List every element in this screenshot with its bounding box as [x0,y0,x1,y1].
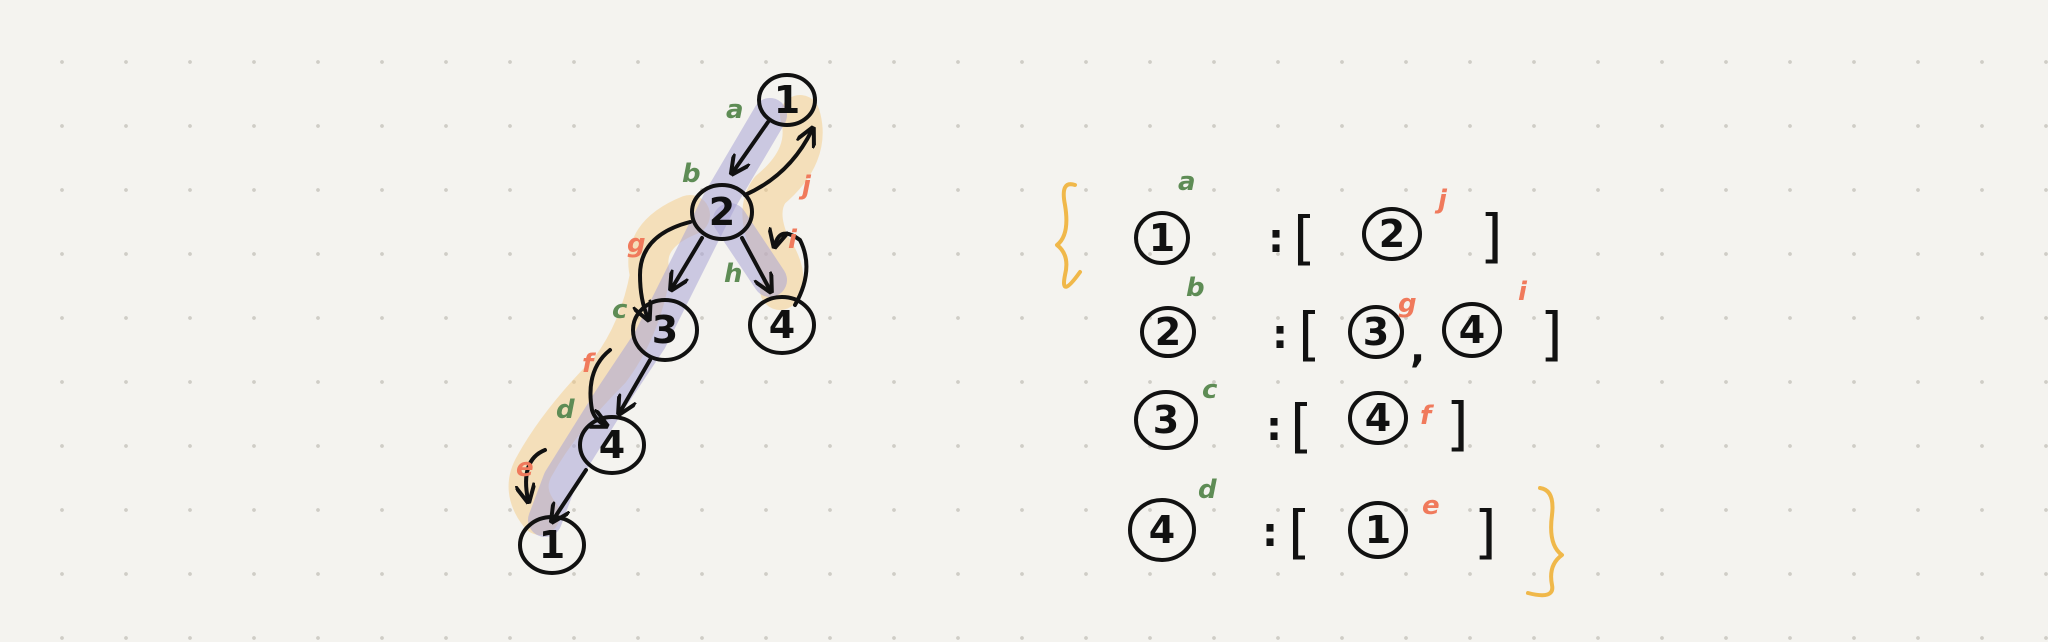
edge-h [740,236,770,290]
recursion-tree: 1 2 3 4 4 1 a b c d h j g i f e [508,73,823,575]
row-node-circle [1134,390,1198,450]
tree-node-2: 2 [690,183,754,241]
neighbor-circle [1348,305,1404,359]
neighbor-label: e [1422,491,1440,521]
row-node: 4 [1149,508,1175,552]
row-separator: : [1266,404,1282,450]
row-separator: : [1268,216,1284,262]
neighbor-circle [1348,501,1408,559]
tree-node-label: 1 [774,78,800,122]
neighbor-circle [1442,302,1502,358]
row-open-bracket: [ [1288,498,1311,566]
tree-node-4-right: 4 [748,295,816,355]
edge-a [733,120,770,172]
adjacency-row-4: 4 d : [ 1 e ] [1128,475,1497,566]
edge-label-c: c [612,295,628,325]
neighbor-label: j [1434,185,1448,215]
tree-node-label: 3 [652,308,678,352]
edge-f [590,348,610,425]
row-open-bracket: [ [1290,392,1313,460]
closing-brace [1526,486,1564,598]
row-close-bracket: ] [1446,390,1469,458]
row-node: 2 [1155,310,1181,354]
neighbor-value: 4 [1459,308,1485,352]
edge-label-e: e [516,453,534,483]
row-node-label: a [1178,167,1196,197]
edge-c [620,358,652,412]
edge-label-d: d [556,395,575,425]
neighbor-label: f [1420,401,1435,431]
row-node-label: c [1202,375,1218,405]
row-node-circle [1134,211,1190,265]
row-node-label: b [1186,273,1205,303]
row-node-circle [1128,498,1196,562]
neighbor-value: 2 [1379,212,1405,256]
adjacency-row-1: 1 a : [ 2 j ] [1134,167,1503,272]
edge-d [553,468,588,520]
tree-node-4-left: 4 [578,415,646,475]
neighbor-label: i [1518,277,1528,307]
neighbor-circle [1362,207,1422,261]
edge-i [775,234,809,307]
row-node-label: d [1198,475,1217,505]
neighbor-value: 1 [1365,508,1391,552]
row-open-bracket: [ [1298,300,1321,368]
row-close-bracket: ] [1480,202,1503,270]
row-node-circle [1140,306,1196,358]
tree-node-label: 1 [539,523,565,567]
edge-label-f: f [582,349,597,379]
neighbor-label: g [1398,289,1417,319]
edge-label-h: h [724,259,743,289]
edge-b [672,236,704,288]
tree-node-leaf-1: 1 [518,515,586,575]
opening-brace [1055,182,1082,289]
row-close-bracket: ] [1540,300,1563,368]
row-close-bracket: ] [1474,498,1497,566]
neighbor-circle [1348,391,1408,445]
row-open-bracket: [ [1293,204,1316,272]
row-separator: : [1272,312,1288,358]
neighbor-value: 4 [1365,396,1391,440]
row-separator: : [1262,510,1278,556]
edge-j [743,130,812,197]
adjacency-row-3: 3 c : [ 4 f ] [1134,375,1469,460]
edge-label-a: a [726,95,744,125]
edge-e [526,448,547,500]
adjacency-row-2: 2 b : [ 3 g , 4 i ] [1140,273,1563,372]
tree-node-root: 1 [757,73,817,127]
tree-node-label: 2 [709,190,735,234]
neighbor-comma: , [1410,326,1425,372]
tree-node-label: 4 [769,303,795,347]
descent-path-highlight [528,98,787,537]
tree-node-3: 3 [631,298,699,362]
edge-label-j: j [798,171,812,201]
neighbor-value: 3 [1363,310,1389,354]
edge-label-b: b [682,159,701,189]
edge-label-g: g [627,229,646,259]
row-node: 1 [1149,216,1175,260]
adjacency-list: 1 a : [ 2 j ] 2 b : [ 3 g , 4 i ] [1055,167,1564,598]
tree-node-label: 4 [599,423,625,467]
edge-label-i: i [788,225,798,255]
row-node: 3 [1153,398,1179,442]
